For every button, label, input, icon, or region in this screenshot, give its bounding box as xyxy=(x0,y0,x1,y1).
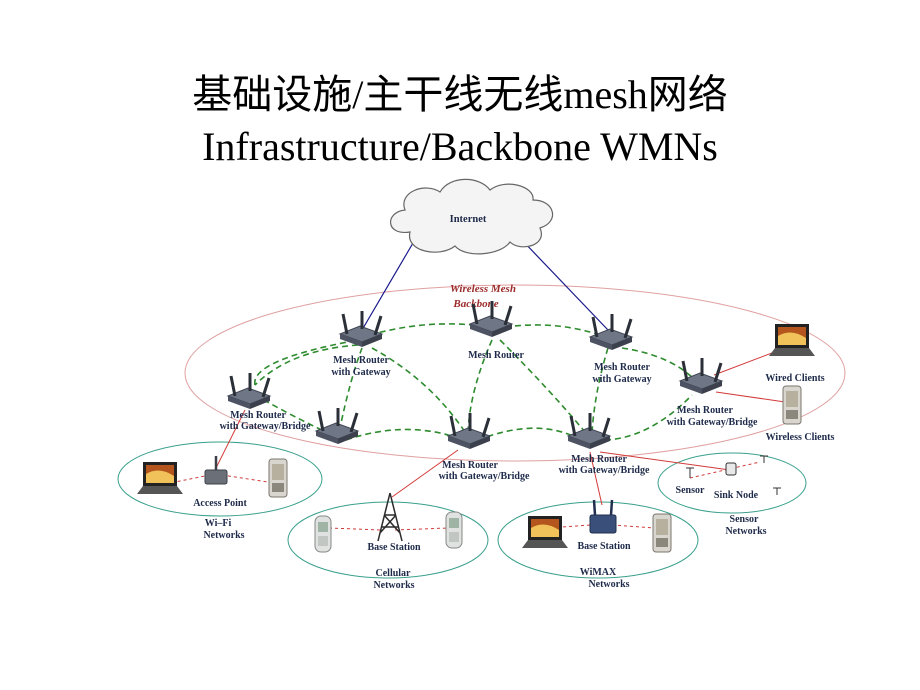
sensor-network-ellipse xyxy=(657,452,807,514)
router-gateway-left-label-2: with Gateway xyxy=(331,367,390,378)
wireless-clients-label: Wireless Clients xyxy=(766,432,835,443)
router-bridge-center-label-2: with Gateway/Bridge xyxy=(439,471,530,482)
router-bridge-right-label-2: with Gateway/Bridge xyxy=(667,417,758,428)
router-bridge-lower-right-icon xyxy=(566,411,612,451)
wimax-network-ellipse xyxy=(497,501,699,579)
slide-title-chinese: 基础设施/主干线无线mesh网络 xyxy=(192,72,728,117)
sensor-network-label-2: Networks xyxy=(725,526,766,537)
wimax-base-station-label: Base Station xyxy=(577,541,631,552)
slide-title-english: Infrastructure/Backbone WMNs xyxy=(202,124,718,169)
wireless-client-pda-icon xyxy=(782,385,802,425)
wimax-laptop-icon xyxy=(522,516,568,548)
sensor-network-label-1: Sensor xyxy=(730,514,759,525)
router-bridge-right-icon xyxy=(678,356,724,396)
access-point-label: Access Point xyxy=(193,498,247,509)
cellular-label-2: Networks xyxy=(373,580,414,591)
router-gateway-right-label-2: with Gateway xyxy=(592,374,651,385)
wired-client-laptop-icon xyxy=(769,324,815,356)
wifi-laptop-icon xyxy=(137,462,183,494)
sensor-node-label: Sensor xyxy=(676,485,705,496)
router-bridge-left-icon xyxy=(226,371,272,411)
router-gateway-left-icon xyxy=(338,309,384,349)
wimax-label-1: WiMAX xyxy=(580,567,617,578)
router-gateway-left-label-1: Mesh Router xyxy=(333,355,389,366)
router-gateway-right-icon xyxy=(588,312,634,352)
wimax-label-2: Networks xyxy=(588,579,629,590)
router-bridge-center-icon xyxy=(446,411,492,451)
cellular-phone-right-icon xyxy=(445,511,463,549)
backbone-label-line1: Wireless Mesh xyxy=(450,283,516,295)
wimax-base-station-icon xyxy=(589,499,617,534)
internet-cloud: Internet xyxy=(390,178,554,255)
router-bridge-right-label-1: Mesh Router xyxy=(677,405,733,416)
wifi-network-ellipse xyxy=(117,441,323,517)
internet-label: Internet xyxy=(450,214,487,225)
cell-tower-icon xyxy=(377,492,403,542)
router-bridge-lower-right-label-2: with Gateway/Bridge xyxy=(559,465,650,476)
cellular-label-1: Cellular xyxy=(376,568,412,579)
router-bridge-left-label-1: Mesh Router xyxy=(230,410,286,421)
wired-clients-label: Wired Clients xyxy=(765,373,824,384)
sensor-node-icons xyxy=(686,455,781,495)
wimax-pda-icon xyxy=(652,513,672,553)
sink-node-label: Sink Node xyxy=(714,490,759,501)
router-bridge-left-label-2: with Gateway/Bridge xyxy=(220,421,311,432)
backbone-label-line2: Backbone xyxy=(452,298,498,310)
cellular-phone-left-icon xyxy=(314,515,332,553)
backbone-ellipse xyxy=(184,284,846,462)
access-point-icon xyxy=(204,456,228,485)
router-center-label: Mesh Router xyxy=(468,350,524,361)
router-bridge-lower-right-label-1: Mesh Router xyxy=(571,454,627,465)
internet-links xyxy=(361,237,609,331)
wifi-pda-icon xyxy=(268,458,288,498)
router-bridge-center-label-1: Mesh Router xyxy=(442,460,498,471)
cellular-base-station-label: Base Station xyxy=(367,542,421,553)
wifi-label-2: Networks xyxy=(203,530,244,541)
access-links xyxy=(174,347,786,531)
router-gateway-right-label-1: Mesh Router xyxy=(594,362,650,373)
wifi-label-1: Wi–Fi xyxy=(205,518,232,529)
